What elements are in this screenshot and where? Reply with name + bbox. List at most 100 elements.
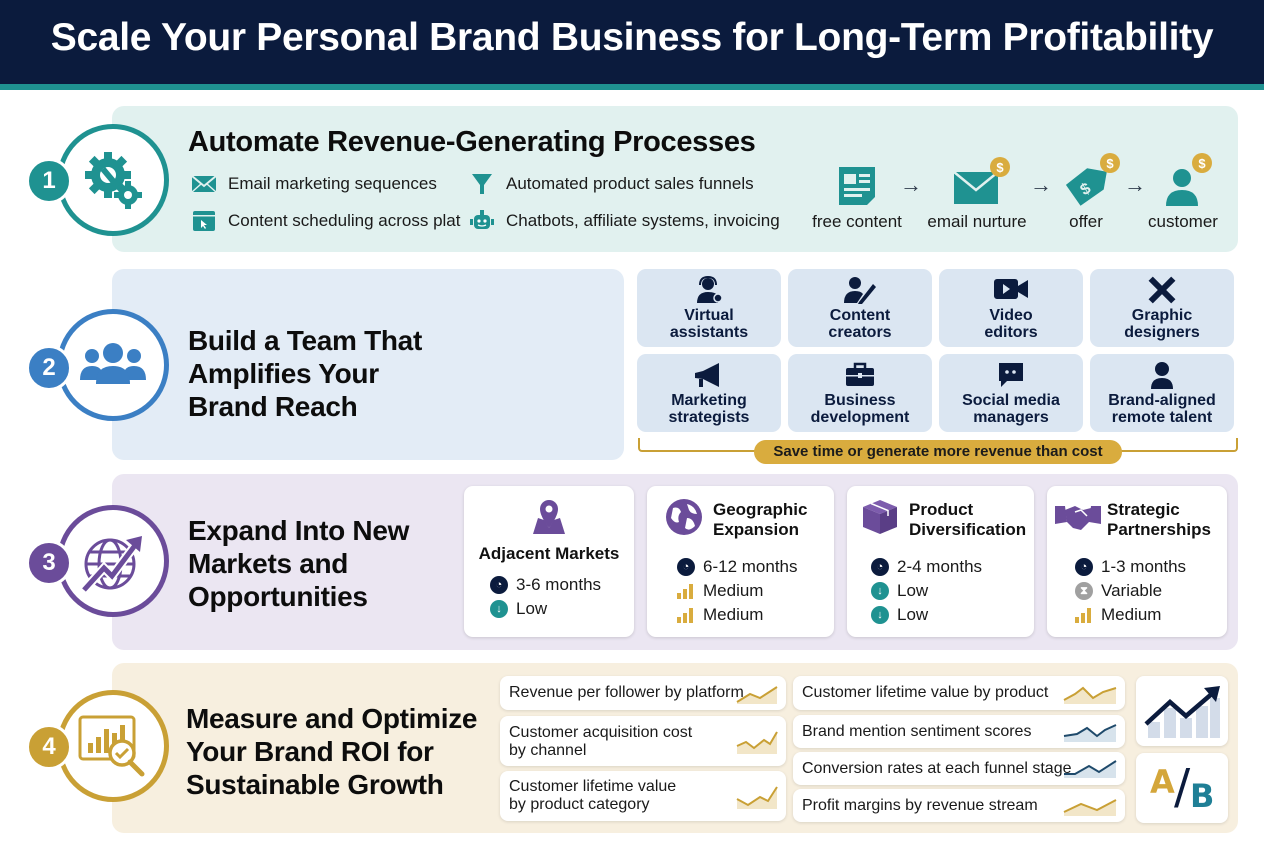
clock-icon: ◔ bbox=[871, 558, 889, 576]
pencil-ruler-icon bbox=[1148, 276, 1176, 304]
flow-step-label: offer bbox=[1069, 212, 1103, 231]
bullet-label: Automated product sales funnels bbox=[506, 174, 754, 193]
sparkline-icon bbox=[1064, 760, 1117, 778]
sparkline-icon bbox=[736, 786, 778, 809]
headset-person-icon bbox=[697, 276, 723, 303]
section-3-icon-ring bbox=[57, 505, 169, 617]
flow-arrow: → bbox=[900, 172, 922, 197]
team-icon bbox=[80, 343, 146, 384]
section-4-icon-ring bbox=[57, 690, 169, 802]
trend-chart-icon bbox=[1144, 686, 1220, 738]
section-team bbox=[112, 269, 624, 460]
section-title: Expand Into New Markets and Opportunitie… bbox=[188, 515, 410, 612]
envelope-dollar-icon: $ bbox=[953, 157, 1010, 204]
clock-icon: ◔ bbox=[677, 558, 695, 576]
video-camera-icon bbox=[994, 279, 1028, 299]
chart-magnifier-icon bbox=[78, 715, 145, 777]
person-icon bbox=[1151, 362, 1173, 389]
metric-card: Conversion rates at each funnel stage bbox=[793, 752, 1125, 785]
flow-step-label: customer bbox=[1148, 212, 1218, 231]
signal-bars-icon bbox=[677, 607, 695, 623]
flow-step-label: free content bbox=[812, 212, 902, 231]
flow-arrow: → bbox=[1030, 172, 1052, 197]
megaphone-icon bbox=[695, 363, 719, 387]
arrow-down-icon: ↓ bbox=[490, 600, 508, 618]
arrow-down-icon: ↓ bbox=[871, 606, 889, 624]
step-number-badge: 2 bbox=[26, 345, 72, 391]
arrow-down-icon: ↓ bbox=[871, 582, 889, 600]
calendar-cursor-icon bbox=[193, 211, 215, 231]
ab-test-card: A / B bbox=[1136, 753, 1228, 823]
flow-arrow: → bbox=[1124, 172, 1146, 197]
section-title: Measure and Optimize Your Brand ROI for … bbox=[186, 703, 478, 800]
header-bar: Scale Your Personal Brand Business for L… bbox=[0, 0, 1264, 84]
metric-card: Profit margins by revenue stream bbox=[793, 789, 1125, 822]
section-2-icon-ring bbox=[57, 309, 169, 421]
bullet-item: Email marketing sequences bbox=[190, 172, 437, 196]
step-number-badge: 3 bbox=[26, 540, 72, 586]
clock-icon: ◔ bbox=[1075, 558, 1093, 576]
market-card: Adjacent Markets ◔3-6 months ↓Low bbox=[464, 486, 634, 637]
globe-growth-icon bbox=[80, 536, 142, 594]
ab-test-icon: A / B bbox=[1150, 759, 1215, 815]
team-value-pill: Save time or generate more revenue than … bbox=[754, 440, 1122, 464]
sparkline-icon bbox=[1063, 724, 1117, 742]
briefcase-icon bbox=[846, 362, 874, 386]
metric-card: Brand mention sentiment scores bbox=[793, 715, 1125, 748]
price-tag-dollar-icon: $ $ bbox=[1065, 153, 1120, 206]
step-number-badge: 1 bbox=[26, 158, 72, 204]
flow-step-label: email nurture bbox=[927, 212, 1027, 231]
chatbot-icon bbox=[470, 210, 494, 229]
hourglass-icon: ⧗ bbox=[1075, 582, 1093, 600]
bullet-label: Email marketing sequences bbox=[228, 174, 437, 193]
sparkline-icon bbox=[1063, 799, 1117, 816]
section-title: Automate Revenue-Generating Processes bbox=[188, 126, 756, 158]
step-number-badge: 4 bbox=[26, 724, 72, 770]
handshake-icon bbox=[1055, 506, 1101, 530]
bullet-item: Automated product sales funnels bbox=[468, 172, 754, 196]
funnel-icon bbox=[472, 174, 492, 194]
sparkline-icon bbox=[1063, 686, 1117, 704]
box-icon bbox=[863, 500, 897, 534]
map-pin-icon bbox=[533, 500, 565, 534]
market-card: Product Diversification ◔2-4 months ↓Low… bbox=[847, 486, 1034, 637]
envelope-icon bbox=[191, 175, 217, 193]
bullet-item: Content scheduling across plat bbox=[190, 209, 460, 233]
market-card: Strategic Partnerships ◔1-3 months ⧗Vari… bbox=[1047, 486, 1227, 637]
signal-bars-icon bbox=[677, 583, 695, 599]
signal-bars-icon bbox=[1075, 607, 1093, 623]
market-card: Geographic Expansion ◔6-12 months Medium… bbox=[647, 486, 834, 637]
person-dollar-icon: $ bbox=[1166, 153, 1212, 206]
sparkline-icon bbox=[736, 686, 778, 704]
chat-bubble-icon bbox=[999, 363, 1023, 387]
section-title: Build a Team That Amplifies Your Brand R… bbox=[188, 325, 422, 422]
globe-icon bbox=[666, 499, 702, 535]
svg-text:$: $ bbox=[996, 160, 1004, 175]
clock-icon: ◔ bbox=[490, 576, 508, 594]
section-1-icon-ring bbox=[57, 124, 169, 236]
metric-card: Customer lifetime value by product bbox=[793, 676, 1125, 710]
bullet-label: Content scheduling across plat bbox=[228, 211, 461, 230]
document-icon bbox=[839, 167, 875, 205]
page-title: Scale Your Personal Brand Business for L… bbox=[50, 16, 1214, 59]
header-accent-stripe bbox=[0, 84, 1264, 90]
bullet-item: Chatbots, affiliate systems, invoicing bbox=[468, 209, 780, 233]
svg-text:$: $ bbox=[1198, 156, 1206, 171]
bullet-label: Chatbots, affiliate systems, invoicing bbox=[506, 211, 780, 230]
metric-card: Revenue per follower by platform bbox=[500, 676, 786, 710]
section-automate bbox=[112, 106, 1238, 252]
gears-wrench-icon bbox=[85, 152, 142, 209]
sparkline-icon bbox=[736, 731, 778, 754]
trend-card bbox=[1136, 676, 1228, 746]
svg-text:$: $ bbox=[1106, 156, 1114, 171]
